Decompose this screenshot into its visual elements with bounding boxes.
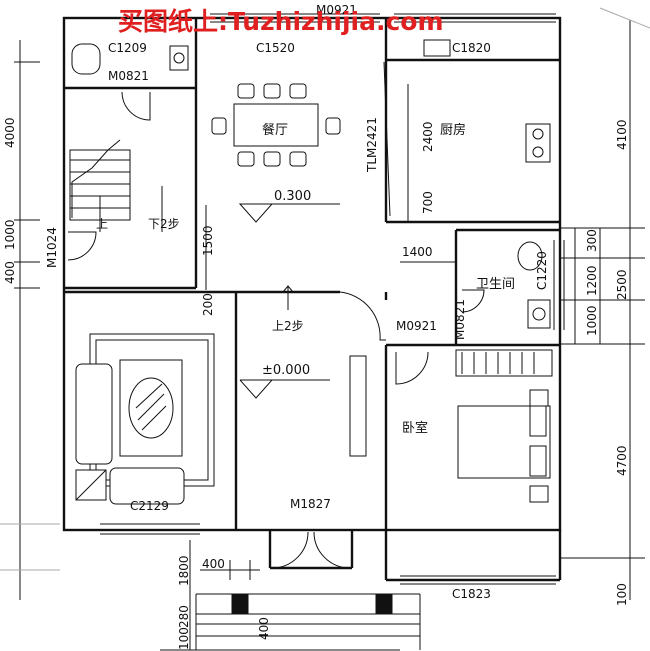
dim-mid-1500: 1500: [201, 225, 215, 256]
kitchen-fixtures: [423, 39, 551, 163]
dim-kitchen-2400: 2400: [421, 121, 435, 152]
level-upper: 0.300: [274, 189, 311, 204]
level-markers: [238, 203, 340, 399]
dim-left-4000: 4000: [3, 117, 17, 148]
windows: [100, 13, 565, 585]
dim-kitchen-700: 700: [421, 191, 435, 214]
bathroom-fixtures: [71, 43, 551, 329]
code-m0821-top: M0821: [108, 69, 149, 83]
dining-table-with-chairs: [211, 83, 341, 167]
porch: [195, 593, 421, 650]
doors: [67, 61, 485, 569]
code-c1209: C1209: [108, 41, 147, 55]
dim-right-300: 300: [585, 229, 599, 252]
dim-left-100: 100: [177, 627, 191, 650]
staircase: [69, 139, 163, 232]
dim-porch-400a: 400: [202, 557, 225, 571]
room-label-dining: 餐厅: [262, 122, 288, 138]
code-m1827: M1827: [290, 497, 331, 511]
code-c1820: C1820: [452, 41, 491, 55]
dim-mid-200: 200: [201, 293, 215, 316]
dim-right-2500: 2500: [615, 269, 629, 300]
code-c2129: C2129: [130, 499, 169, 513]
code-m0921-mid: M0921: [396, 319, 437, 333]
dim-bath-1400: 1400: [402, 245, 433, 259]
dim-left-1800: 1800: [177, 555, 191, 586]
site-lines: [0, 7, 650, 571]
dim-right-100: 100: [615, 583, 629, 606]
room-label-kitchen: 厨房: [440, 122, 466, 138]
watermark-text: 买图纸上:Tuzhizhijia.com: [118, 7, 444, 36]
code-tlm2421: TLM2421: [365, 117, 379, 173]
dim-right-4700: 4700: [615, 445, 629, 476]
living-room-furniture: [75, 333, 367, 505]
room-label-bathroom: 卫生间: [476, 277, 515, 292]
dim-left-280: 280: [177, 605, 191, 628]
level-ground: ±0.000: [262, 363, 310, 378]
dim-porch-400b: 400: [257, 617, 271, 640]
room-label-bedroom: 卧室: [402, 420, 428, 436]
dim-left-400: 400: [3, 261, 17, 284]
code-m0921-top: M0921: [316, 3, 357, 17]
dimension-lines: [14, 20, 645, 651]
dim-right-1000: 1000: [585, 305, 599, 336]
code-c1823: C1823: [452, 587, 491, 601]
bedroom-furniture: [455, 349, 553, 503]
stair-up-note: 上: [96, 217, 108, 231]
code-m0821-bath: M0821: [453, 299, 467, 340]
code-c1520: C1520: [256, 41, 295, 55]
walls: [62, 16, 562, 582]
dim-left-1000: 1000: [3, 219, 17, 250]
dim-right-1200: 1200: [585, 265, 599, 296]
code-c1220: C1220: [535, 251, 549, 290]
dim-right-4100: 4100: [615, 119, 629, 150]
steps-up-note: 上2步: [272, 319, 304, 333]
stair-down-note: 下2步: [148, 217, 180, 231]
code-m1024: M1024: [45, 227, 59, 268]
